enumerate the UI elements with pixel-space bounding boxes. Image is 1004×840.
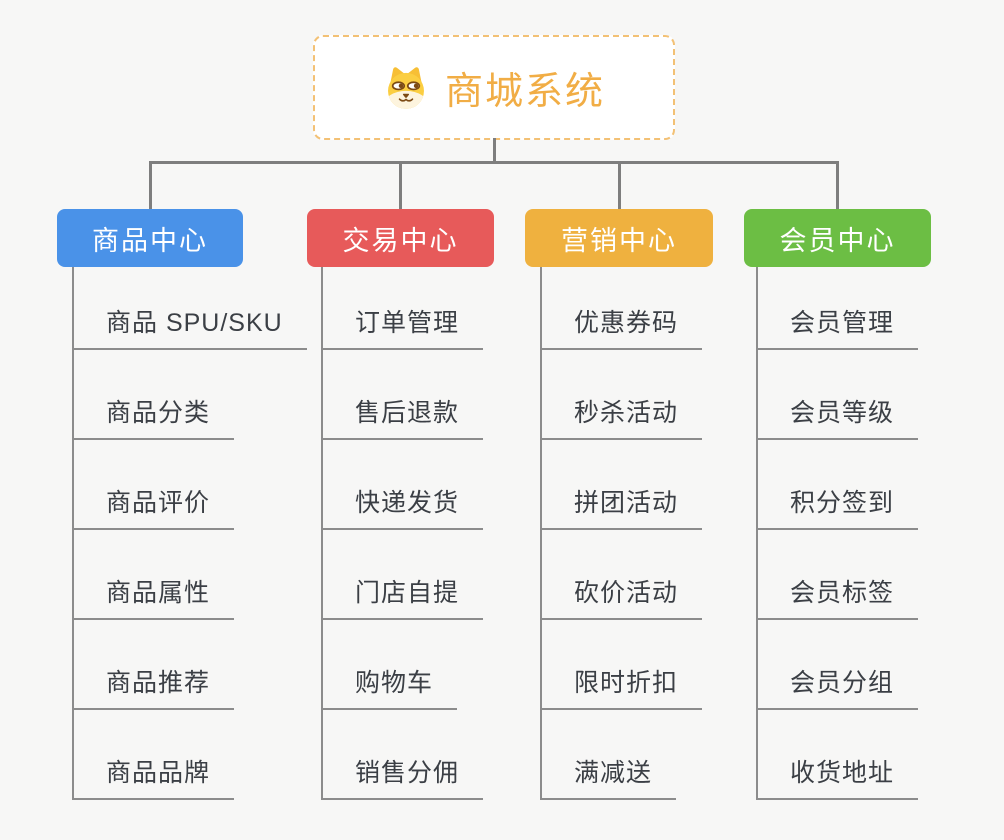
- root-topic[interactable]: 商城系统: [313, 35, 675, 140]
- leaf-topic-label: 商品属性: [72, 573, 235, 620]
- leaf-topic[interactable]: 限时折扣: [540, 620, 703, 710]
- leaf-topic[interactable]: 收货地址: [756, 710, 919, 800]
- leaf-topic-label: 商品品牌: [72, 753, 235, 800]
- leaf-topic[interactable]: 积分签到: [756, 440, 919, 530]
- leaf-topic-label: 销售分佣: [321, 753, 484, 800]
- leaf-topic[interactable]: 售后退款: [321, 350, 484, 440]
- leaf-topic-label: 门店自提: [321, 573, 484, 620]
- leaf-topic-label: 快递发货: [321, 483, 484, 530]
- leaf-topic-label: 会员标签: [756, 573, 919, 620]
- branch-topic-member[interactable]: 会员中心: [744, 209, 931, 267]
- leaf-topic-label: 拼团活动: [540, 483, 703, 530]
- leaf-topic-label: 砍价活动: [540, 573, 703, 620]
- leaf-topic-label: 售后退款: [321, 393, 484, 440]
- leaf-topic[interactable]: 商品属性: [72, 530, 307, 620]
- leaf-topic[interactable]: 会员管理: [756, 267, 919, 350]
- leaf-topic[interactable]: 满减送: [540, 710, 702, 800]
- branch-children-trade: 订单管理 售后退款 快递发货 门店自提 购物车 销售分佣: [321, 267, 484, 800]
- branch-connector-drop: [617, 161, 621, 210]
- branch-children-member: 会员管理 会员等级 积分签到 会员标签 会员分组 收货地址: [756, 267, 919, 800]
- leaf-topic-label: 秒杀活动: [540, 393, 703, 440]
- branch-topic-trade[interactable]: 交易中心: [307, 209, 494, 267]
- leaf-topic[interactable]: 砍价活动: [540, 530, 703, 620]
- leaf-topic-label: 订单管理: [321, 303, 484, 350]
- branch-children-marketing: 优惠券码 秒杀活动 拼团活动 砍价活动 限时折扣 满减送: [540, 267, 703, 800]
- branch-children-product: 商品 SPU/SKU 商品分类 商品评价 商品属性 商品推荐 商品品牌: [72, 267, 307, 800]
- leaf-topic[interactable]: 优惠券码: [540, 267, 703, 350]
- leaf-topic[interactable]: 订单管理: [321, 267, 484, 350]
- branch-topic-product[interactable]: 商品中心: [57, 209, 243, 267]
- leaf-topic[interactable]: 会员标签: [756, 530, 919, 620]
- leaf-topic[interactable]: 购物车: [321, 620, 483, 710]
- branch-connector-drop: [148, 161, 152, 210]
- leaf-topic-label: 会员分组: [756, 663, 919, 710]
- leaf-topic-label: 会员管理: [756, 303, 919, 350]
- branch-topic-marketing[interactable]: 营销中心: [525, 209, 713, 267]
- leaf-topic[interactable]: 商品品牌: [72, 710, 307, 800]
- leaf-topic[interactable]: 商品 SPU/SKU: [72, 267, 307, 350]
- shiba-dog-icon: [383, 66, 429, 109]
- root-topic-title: 商城系统: [444, 71, 605, 113]
- root-connector-stem: [492, 138, 496, 162]
- leaf-topic-label: 商品分类: [72, 393, 235, 440]
- leaf-topic[interactable]: 会员等级: [756, 350, 919, 440]
- leaf-topic-label: 满减送: [540, 753, 677, 800]
- leaf-topic[interactable]: 拼团活动: [540, 440, 703, 530]
- leaf-topic[interactable]: 会员分组: [756, 620, 919, 710]
- leaf-topic[interactable]: 门店自提: [321, 530, 484, 620]
- leaf-topic-label: 限时折扣: [540, 663, 703, 710]
- leaf-topic-label: 商品评价: [72, 483, 235, 530]
- leaf-topic-label: 会员等级: [756, 393, 919, 440]
- leaf-topic-label: 优惠券码: [540, 303, 703, 350]
- leaf-topic[interactable]: 秒杀活动: [540, 350, 703, 440]
- branch-connector-trunk: [148, 161, 839, 164]
- leaf-topic[interactable]: 商品推荐: [72, 620, 307, 710]
- leaf-topic-label: 积分签到: [756, 483, 919, 530]
- branch-connector-drop: [399, 161, 402, 210]
- leaf-topic[interactable]: 快递发货: [321, 440, 484, 530]
- leaf-topic-label: 商品推荐: [72, 663, 235, 710]
- leaf-topic-label: 收货地址: [756, 753, 919, 800]
- branch-connector-drop: [836, 161, 839, 210]
- leaf-topic-label: 购物车: [321, 663, 458, 710]
- leaf-topic[interactable]: 商品评价: [72, 440, 307, 530]
- leaf-topic[interactable]: 商品分类: [72, 350, 307, 440]
- leaf-topic[interactable]: 销售分佣: [321, 710, 484, 800]
- leaf-topic-label: 商品 SPU/SKU: [72, 303, 307, 350]
